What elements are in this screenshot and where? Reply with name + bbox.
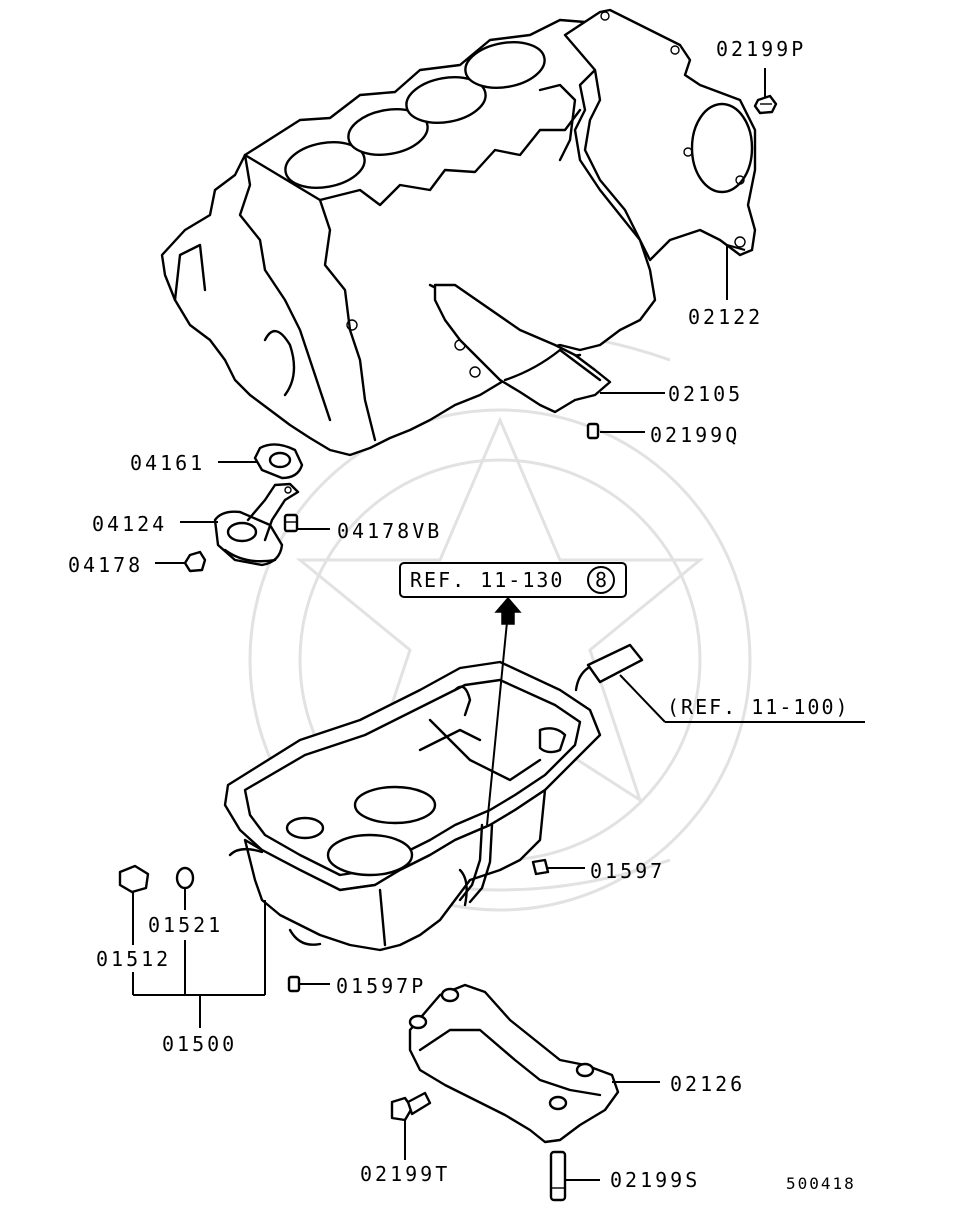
ref-11-100-label[interactable]: (REF. 11-100) [667,695,850,719]
stiffener-bracket [408,983,620,1144]
label-02199S[interactable]: 02199S [610,1168,700,1192]
oil-pan [223,660,602,952]
oil-strainer [213,482,300,567]
label-04178VB[interactable]: 04178VB [337,519,442,543]
dipstick-tube [458,823,494,904]
label-01512[interactable]: 01512 [96,947,171,971]
label-02199P[interactable]: 02199P [716,37,806,61]
label-02122[interactable]: 02122 [688,305,763,329]
label-02199T[interactable]: 02199T [360,1162,450,1186]
label-04178[interactable]: 04178 [68,553,143,577]
ref-11-130-number: 8 [595,568,607,592]
label-01521[interactable]: 01521 [148,913,223,937]
bolt-04178 [183,550,207,573]
dust-cover-plate [433,283,612,414]
figure-number: 500418 [786,1174,856,1193]
gasket-04161 [253,443,304,480]
ref-arrow [494,596,522,625]
bolt-01597 [531,858,550,876]
bolt-02199T [390,1091,432,1122]
bolt-01597P [287,975,301,993]
label-04161[interactable]: 04161 [130,451,205,475]
label-02126[interactable]: 02126 [670,1072,745,1096]
label-02199Q[interactable]: 02199Q [650,423,740,447]
ref-11-130-label: REF. 11-130 [410,568,564,592]
bolt-02199S [549,1150,567,1202]
label-04124[interactable]: 04124 [92,512,167,536]
label-02105[interactable]: 02105 [668,382,743,406]
drain-plug [118,864,150,894]
label-01500[interactable]: 01500 [162,1032,237,1056]
bolt-02199P [753,94,778,115]
ref-11-130-box[interactable]: REF. 11-130 8 [399,562,627,598]
label-01597P[interactable]: 01597P [336,974,426,998]
drain-gasket [175,866,195,890]
sealant-tube [574,643,644,692]
label-01597[interactable]: 01597 [590,859,665,883]
bolt-02199Q [586,422,600,440]
bolt-04178VB [283,513,299,533]
rear-plate [563,8,757,262]
leader-lines [132,68,865,1181]
